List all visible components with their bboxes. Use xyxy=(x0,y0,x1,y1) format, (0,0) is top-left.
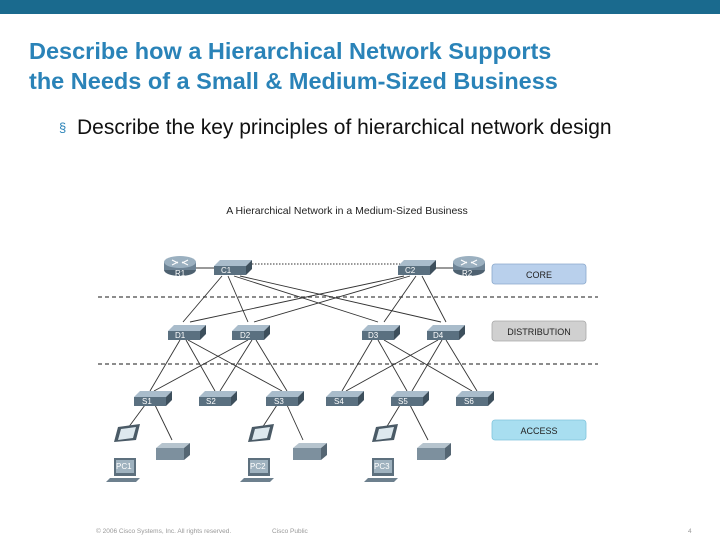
switch-label: S1 xyxy=(142,397,152,406)
switch-label: C2 xyxy=(405,266,416,275)
access-label-text: ACCESS xyxy=(520,426,557,436)
slide-title: Describe how a Hierarchical Network Supp… xyxy=(29,36,709,96)
router-r2: R2 xyxy=(453,256,485,278)
switch-label: C1 xyxy=(221,266,232,275)
router-label: R1 xyxy=(175,269,186,278)
slide-title-line-2: the Needs of a Small & Medium-Sized Busi… xyxy=(29,68,558,94)
switch-label: D3 xyxy=(368,331,379,340)
access-switch-s4: S4 xyxy=(326,391,364,406)
printer-3 xyxy=(417,443,451,460)
core-switch-c2: C2 xyxy=(398,260,436,275)
monitor-2 xyxy=(248,424,274,442)
access-switch-s3: S3 xyxy=(266,391,304,406)
bullet-icon: § xyxy=(59,120,67,135)
switch-label: S4 xyxy=(334,397,344,406)
distribution-switch-d4: D4 xyxy=(427,325,465,340)
access-switch-s1: S1 xyxy=(134,391,172,406)
core-switch-c1: C1 xyxy=(214,260,252,275)
switch-label: S6 xyxy=(464,397,474,406)
switch-label: S5 xyxy=(398,397,408,406)
classification-text: Cisco Public xyxy=(272,528,308,535)
bullet-point: § Describe the key principles of hierarc… xyxy=(59,115,659,141)
distribution-switch-d3: D3 xyxy=(362,325,400,340)
pc-label: PC3 xyxy=(374,462,390,471)
switch-label: D2 xyxy=(240,331,251,340)
monitor-3 xyxy=(372,424,398,442)
connection-lines xyxy=(127,263,478,441)
diagram-caption: A Hierarchical Network in a Medium-Sized… xyxy=(226,205,468,217)
footer: © 2006 Cisco Systems, Inc. All rights re… xyxy=(0,526,720,538)
printer-2 xyxy=(293,443,327,460)
access-switch-s5: S5 xyxy=(391,391,429,406)
access-layer-label: ACCESS xyxy=(491,419,587,441)
page-number: 4 xyxy=(688,528,692,535)
switch-label: S3 xyxy=(274,397,284,406)
access-switch-s6: S6 xyxy=(456,391,494,406)
switch-label: D4 xyxy=(433,331,444,340)
core-label-text: CORE xyxy=(526,270,552,280)
access-switch-s2: S2 xyxy=(199,391,237,406)
router-r1: R1 xyxy=(164,256,196,278)
pc-2: PC2 xyxy=(240,458,274,482)
slide-title-line-1: Describe how a Hierarchical Network Supp… xyxy=(29,38,552,64)
monitor-1 xyxy=(114,424,140,442)
top-bar xyxy=(0,0,720,14)
router-label: R2 xyxy=(462,269,473,278)
pc-label: PC2 xyxy=(250,462,266,471)
printer-1 xyxy=(156,443,190,460)
distribution-switch-d2: D2 xyxy=(232,325,270,340)
bullet-text: Describe the key principles of hierarchi… xyxy=(77,116,612,139)
distribution-layer-label: DISTRIBUTION xyxy=(491,320,587,342)
distribution-switch-d1: D1 xyxy=(168,325,206,340)
pc-3: PC3 xyxy=(364,458,398,482)
switch-label: D1 xyxy=(175,331,186,340)
switch-label: S2 xyxy=(206,397,216,406)
core-layer-label: CORE xyxy=(491,263,587,285)
pc-label: PC1 xyxy=(116,462,132,471)
copyright-text: © 2006 Cisco Systems, Inc. All rights re… xyxy=(96,528,232,535)
distribution-label-text: DISTRIBUTION xyxy=(507,327,571,337)
pc-1: PC1 xyxy=(106,458,140,482)
